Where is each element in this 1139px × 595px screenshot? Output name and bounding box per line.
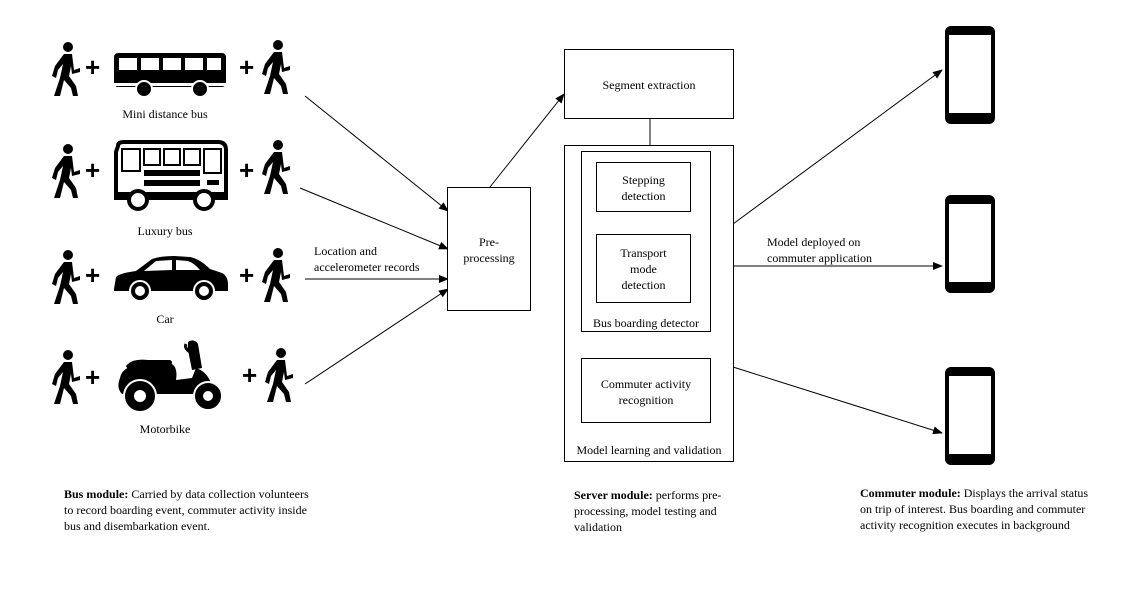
smartphone-icon: [945, 195, 995, 293]
segment-extraction-label: Segment extraction: [602, 78, 696, 92]
stepping-detection-line2: detection: [621, 189, 666, 203]
vehicle-label-luxury-bus: Luxury bus: [137, 224, 193, 238]
vehicle-label-car: Car: [156, 312, 174, 326]
plus-sign: +: [239, 260, 255, 290]
bus-module-line2: to record boarding event, commuter activ…: [64, 503, 307, 517]
motorbike-icon: [118, 340, 223, 413]
plus-sign: +: [85, 260, 101, 290]
plus-sign: +: [85, 362, 101, 392]
server-module-line1: performs pre-: [652, 488, 722, 502]
smartphone-icon: [945, 367, 995, 465]
bus-module-description: Bus module: Carried by data collection v…: [64, 486, 309, 534]
transport-mode-line3: detection: [621, 278, 666, 292]
luxury-bus-icon: [114, 140, 228, 211]
preprocessing-box: Pre- processing: [447, 187, 531, 311]
plus-sign: +: [85, 155, 101, 185]
commuter-module-line2: on trip of interest. Bus boarding and co…: [860, 502, 1086, 516]
vehicle-label-motorbike: Motorbike: [139, 422, 191, 436]
bus-module-title: Bus module:: [64, 487, 129, 501]
commuter-module-line1: Displays the arrival status: [960, 486, 1089, 500]
plus-sign: +: [239, 155, 255, 185]
arrow-minibus-to-preprocessing: [304, 95, 449, 212]
arrow-preprocessing-to-segment: [489, 93, 565, 188]
walking-person-icon: [52, 350, 80, 404]
walking-person-icon: [262, 140, 290, 194]
arrow-model-to-phone-top: [732, 69, 943, 225]
walking-person-icon: [262, 248, 290, 302]
commuter-module-line3: activity recognition executes in backgro…: [860, 518, 1070, 532]
server-module-line2: processing, model testing and: [574, 504, 717, 518]
bus-module-line1: Carried by data collection volunteers: [128, 487, 309, 501]
server-module-line3: validation: [574, 520, 622, 534]
bus-module-line3: bus and disembarkation event.: [64, 519, 210, 533]
segment-extraction-box: Segment extraction: [564, 49, 734, 119]
stepping-detection-line1: Stepping: [622, 173, 665, 187]
walking-person-icon: [52, 42, 80, 96]
arrow-luxurybus-to-preprocessing: [299, 187, 449, 250]
walking-person-icon: [262, 40, 290, 94]
commuter-activity-line1: Commuter activity: [600, 377, 692, 391]
preprocessing-label-line2: processing: [463, 251, 515, 265]
mini-bus-icon: [114, 53, 226, 98]
commuter-activity-recognition-box: Commuter activity recognition: [581, 358, 711, 423]
edge-label-model-deployed: Model deployed on commuter application: [767, 235, 872, 265]
walking-person-icon: [265, 348, 293, 402]
transport-mode-detection-box: Transport mode detection: [596, 234, 691, 303]
commuter-module-title: Commuter module:: [860, 486, 961, 500]
transport-mode-line1: Transport: [620, 246, 667, 260]
car-icon: [114, 256, 228, 302]
preprocessing-label-line1: Pre-: [479, 235, 499, 249]
server-module-title: Server module:: [574, 488, 653, 502]
walking-person-icon: [52, 144, 80, 198]
transport-mode-line2: mode: [630, 262, 657, 276]
model-learning-label: Model learning and validation: [576, 443, 722, 457]
plus-sign: +: [242, 360, 258, 390]
smartphone-icon: [945, 26, 995, 124]
walking-person-icon: [52, 250, 80, 304]
arrow-model-to-phone-bottom: [732, 366, 943, 435]
commuter-activity-line2: recognition: [618, 393, 674, 407]
vehicle-label-mini-bus: Mini distance bus: [122, 107, 208, 121]
server-module-description: Server module: performs pre- processing,…: [574, 487, 721, 535]
stepping-detection-box: Stepping detection: [596, 162, 691, 212]
arrow-motorbike-to-preprocessing: [304, 288, 449, 385]
plus-sign: +: [239, 52, 255, 82]
plus-sign: +: [85, 52, 101, 82]
bus-boarding-detector-label: Bus boarding detector: [593, 316, 699, 330]
edge-label-records: Location and accelerometer records: [314, 244, 420, 274]
commuter-module-description: Commuter module: Displays the arrival st…: [860, 485, 1088, 533]
